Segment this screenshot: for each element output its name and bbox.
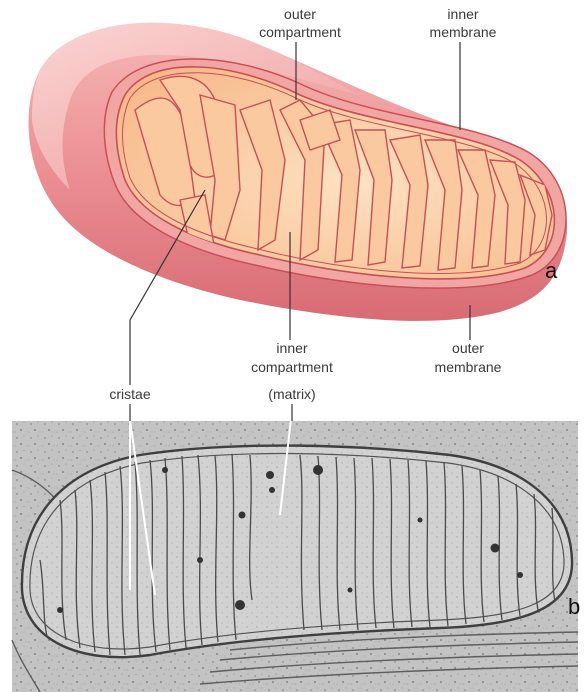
label-outer-membrane-line2: membrane xyxy=(435,359,502,375)
panel-letter-b: b xyxy=(568,594,580,619)
label-outer-compartment-line2: compartment xyxy=(259,24,341,40)
panel-letter-a: a xyxy=(545,258,558,283)
label-inner-compartment-line2: compartment xyxy=(251,359,333,375)
label-inner-membrane-line2: membrane xyxy=(430,24,497,40)
electron-micrograph xyxy=(12,404,578,692)
label-matrix: (matrix) xyxy=(268,386,315,402)
label-inner-compartment-line1: inner xyxy=(276,340,307,356)
label-outer-membrane-line1: outer xyxy=(452,340,484,356)
label-cristae: cristae xyxy=(109,386,150,402)
label-inner-membrane-line1: inner xyxy=(447,6,478,22)
label-outer-compartment-line1: outer xyxy=(284,6,316,22)
mitochondrion-drawing xyxy=(29,23,568,321)
